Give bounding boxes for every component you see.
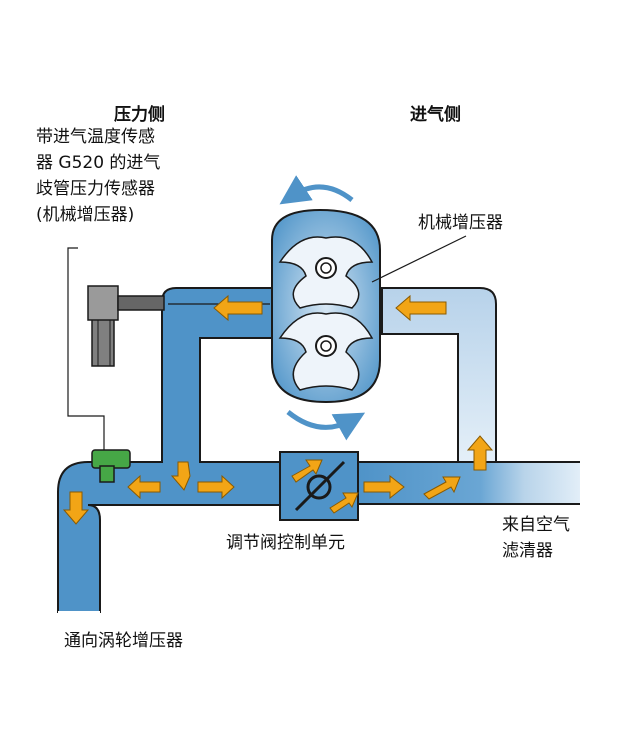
valve-icon — [306, 474, 332, 500]
turbo-label: 通向涡轮增压器 — [64, 631, 183, 651]
air-filter-label-line: 滤清器 — [502, 541, 553, 561]
flow-arrow-icon — [329, 492, 359, 514]
intake-side-heading: 进气侧 — [410, 105, 461, 125]
rotation-arrow-icon — [286, 410, 366, 441]
sensor-label: 带进气温度传感 器 G520 的进气 歧管压力传感器 (机械增压器) — [36, 124, 226, 228]
supercharger — [271, 208, 381, 404]
sensor-label-line: 带进气温度传感 — [36, 127, 155, 147]
flow-arrow-icon — [291, 459, 323, 483]
main-pipe — [57, 287, 281, 613]
flow-arrow-icon — [423, 476, 461, 500]
air-filter-label-line: 来自空气 — [502, 515, 570, 535]
intake-pipe-right — [381, 287, 497, 463]
flow-arrow-icon — [62, 491, 90, 525]
sensor — [91, 449, 131, 483]
sensor-label-line: 歧管压力传感器 — [36, 179, 155, 199]
rotation-arrow-icon — [279, 175, 354, 205]
flow-arrow-icon — [466, 435, 494, 471]
leader-lines — [67, 235, 467, 450]
flow-arrow-icon — [363, 474, 405, 500]
actuator — [87, 285, 165, 367]
sensor-label-line: (机械增压器) — [36, 205, 135, 225]
flow-arrow-icon — [127, 474, 161, 500]
air-filter-label: 来自空气 滤清器 — [502, 512, 570, 564]
flow-arrow-icon — [395, 294, 447, 322]
sensor-label-line: 器 G520 的进气 — [36, 153, 161, 173]
pressure-side-heading: 压力侧 — [114, 105, 165, 125]
valve-label: 调节阀控制单元 — [226, 533, 345, 553]
flow-arrow-icon — [170, 461, 191, 491]
flow-arrows — [62, 294, 494, 525]
flow-arrow-icon — [197, 474, 235, 500]
flow-arrow-icon — [213, 294, 263, 322]
supercharger-label: 机械增压器 — [418, 213, 503, 233]
